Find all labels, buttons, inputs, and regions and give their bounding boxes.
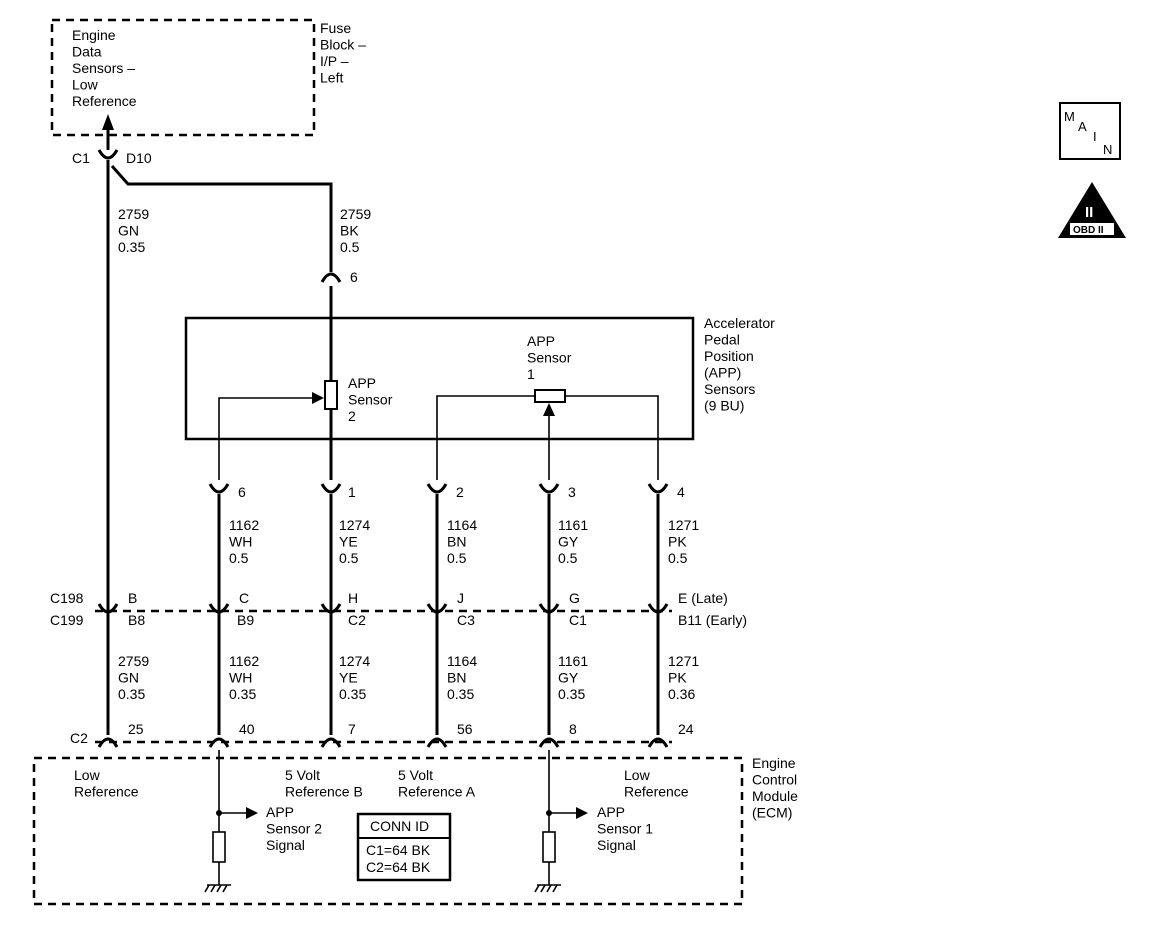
sensor-pins-row bbox=[208, 483, 669, 494]
inline-bottom-pin: B9 bbox=[237, 612, 254, 628]
inline-c199-label: C199 bbox=[50, 612, 84, 628]
svg-text:OBD II: OBD II bbox=[1073, 225, 1104, 236]
inline-top-pin: B bbox=[128, 590, 137, 606]
svg-text:I: I bbox=[1093, 129, 1097, 144]
app-sensor-2-wiper-arrow-icon bbox=[312, 392, 324, 404]
inline-bottom-pin: C3 bbox=[457, 612, 475, 628]
app-sensor-2-resistor-icon bbox=[324, 380, 338, 410]
app-sensor-1-wiper-arrow-icon bbox=[543, 403, 555, 416]
ecm-c2-label: C2 bbox=[70, 730, 88, 746]
inline-connector-pins bbox=[97, 603, 669, 614]
obd-ii-icon[interactable]: II OBD II bbox=[1058, 182, 1126, 238]
svg-text:N: N bbox=[1103, 142, 1112, 157]
sensor-pin-label: 4 bbox=[677, 484, 685, 500]
ecm-pin-label: 24 bbox=[678, 721, 694, 737]
ecm-box bbox=[32, 756, 744, 906]
ecm-pin-label: 8 bbox=[569, 721, 577, 737]
inline-bottom-pin: B11 (Early) bbox=[678, 612, 747, 628]
connector-sensor-pin bbox=[426, 483, 448, 494]
ecm-pin-label: 40 bbox=[239, 721, 255, 737]
svg-text:M: M bbox=[1064, 109, 1075, 124]
sensor-2-signal-arrow-icon bbox=[246, 807, 258, 819]
inline-top-pin: J bbox=[457, 590, 464, 606]
inline-bottom-pin: B8 bbox=[128, 612, 145, 628]
sensor-1-signal-arrow-icon bbox=[576, 807, 588, 819]
svg-text:II: II bbox=[1085, 204, 1093, 221]
ecm-pullup-resistor-icon bbox=[542, 831, 556, 863]
connector-sensor-pin bbox=[538, 483, 560, 494]
ground-icon bbox=[534, 884, 561, 893]
app-sensors-box bbox=[184, 316, 695, 441]
svg-text:A: A bbox=[1078, 119, 1087, 134]
conn-id-line2: C2=64 BK bbox=[366, 859, 431, 875]
connector-sensor-pin-6-top bbox=[320, 272, 342, 283]
sensor-pin-label: 2 bbox=[456, 484, 464, 500]
ecm-connector-pins bbox=[97, 737, 669, 748]
connector-c1-label: C1 bbox=[72, 150, 90, 166]
sensor-pin-label: 3 bbox=[568, 484, 576, 500]
inline-bottom-pin: C2 bbox=[348, 612, 366, 628]
conn-id-box: CONN ID C1=64 BK C2=64 BK bbox=[356, 812, 452, 882]
connector-sensor-pin bbox=[208, 483, 230, 494]
inline-top-pin: G bbox=[569, 590, 580, 606]
main-menu-icon[interactable]: M A I N bbox=[1059, 102, 1121, 160]
top-arrow-icon bbox=[102, 114, 114, 130]
conn-id-title: CONN ID bbox=[370, 818, 429, 834]
sensor-pin-label: 6 bbox=[238, 484, 246, 500]
ecm-pin-label: 25 bbox=[128, 721, 144, 737]
ground-icon bbox=[204, 884, 231, 893]
ecm-pullup-resistor-icon bbox=[212, 831, 226, 863]
sensor-pin-6-top-label: 6 bbox=[350, 269, 358, 285]
inline-top-pin: C bbox=[239, 590, 249, 606]
app-sensor-1-resistor-icon bbox=[534, 389, 566, 403]
inline-top-pin: H bbox=[348, 590, 358, 606]
connector-d10-label: D10 bbox=[126, 150, 152, 166]
connector-c1-d10 bbox=[97, 149, 119, 160]
conn-id-line1: C1=64 BK bbox=[366, 842, 431, 858]
inline-bottom-pin: C1 bbox=[569, 612, 587, 628]
engine-data-sensors-box bbox=[50, 18, 316, 137]
ecm-pin-label: 7 bbox=[348, 721, 356, 737]
inline-top-pin: E (Late) bbox=[678, 590, 728, 606]
connector-sensor-pin bbox=[320, 483, 342, 494]
inline-c198-label: C198 bbox=[50, 590, 84, 606]
connector-sensor-pin bbox=[647, 483, 669, 494]
ecm-pin-label: 56 bbox=[457, 721, 473, 737]
sensor-pin-label: 1 bbox=[348, 484, 356, 500]
